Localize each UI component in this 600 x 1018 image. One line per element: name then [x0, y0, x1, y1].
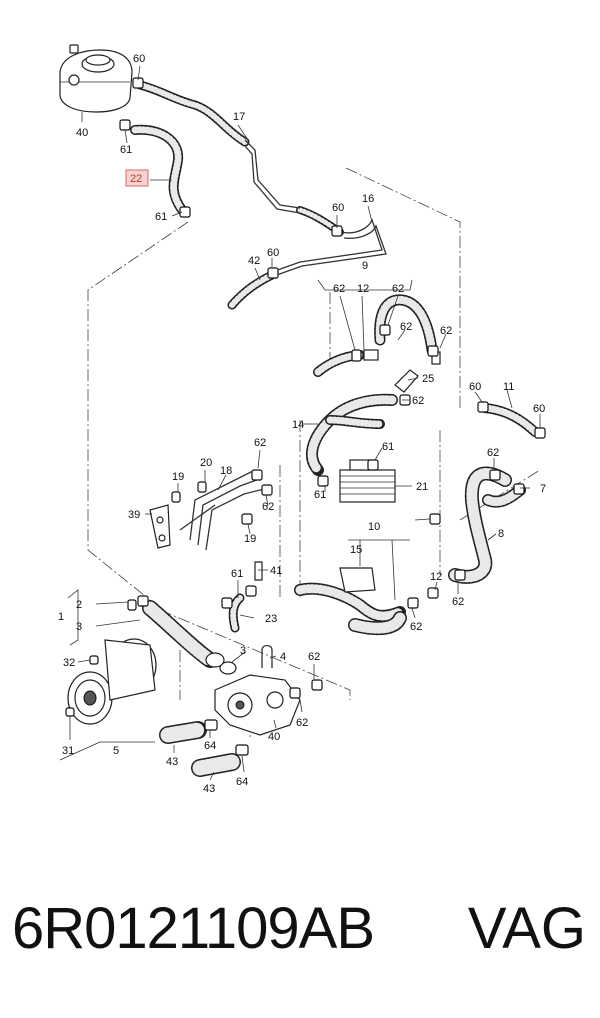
clamps: [65, 77, 546, 756]
label: 62: [400, 321, 412, 333]
label: 42: [248, 255, 260, 267]
label: 19: [244, 533, 256, 545]
label: 64: [204, 740, 216, 752]
label: 41: [270, 565, 282, 577]
label: 18: [220, 465, 232, 477]
label: 62: [333, 283, 345, 295]
label: 7: [540, 483, 546, 495]
label: 14: [292, 419, 304, 431]
coolant-parts-diagram: 22 60 40 61 17 61 16 60 42 60 9 62 12 62…: [58, 44, 546, 795]
label: 21: [416, 481, 428, 493]
label: 60: [267, 247, 279, 259]
label: 43: [166, 756, 178, 768]
label: 10: [368, 521, 380, 533]
label: 61: [120, 144, 132, 156]
label: 40: [76, 127, 88, 139]
label-22: 22: [130, 173, 142, 185]
label: 17: [233, 111, 245, 123]
coolant-pump: [214, 674, 301, 736]
expansion-tank: [59, 44, 133, 113]
label: 60: [533, 403, 545, 415]
label: 60: [332, 202, 344, 214]
label: 62: [440, 325, 452, 337]
label: 61: [314, 489, 326, 501]
highlight-box: [125, 169, 149, 187]
label: 39: [128, 509, 140, 521]
label: 62: [452, 596, 464, 608]
highlighted-part-label[interactable]: 22: [125, 169, 149, 187]
label: 62: [412, 395, 424, 407]
label: 43: [203, 783, 215, 795]
label: 40: [268, 731, 280, 743]
label: 9: [362, 260, 368, 272]
label: 5: [113, 745, 119, 757]
label: 32: [63, 657, 75, 669]
part-number-text: 6R0121109AB: [12, 896, 375, 961]
label: 62: [410, 621, 422, 633]
rigid-pipes: [142, 139, 387, 668]
hoses: [130, 80, 540, 777]
label: 3: [240, 645, 246, 657]
label: 62: [487, 447, 499, 459]
label: 1: [58, 611, 64, 623]
label: 64: [236, 776, 248, 788]
label: 23: [265, 613, 277, 625]
oil-cooler: [339, 459, 396, 503]
label: 62: [392, 283, 404, 295]
brand-text: VAG: [467, 896, 586, 961]
label: 8: [498, 528, 504, 540]
part-labels: 60 40 61 17 61 16 60 42 60 9 62 12 62 62…: [58, 53, 546, 795]
reference-lines: [87, 167, 541, 740]
label: 60: [469, 381, 481, 393]
label: 61: [155, 211, 167, 223]
label: 62: [308, 651, 320, 663]
pulley-assembly: [67, 638, 157, 725]
label: 4: [280, 651, 286, 663]
label: 61: [382, 441, 394, 453]
label: 60: [133, 53, 145, 65]
label: 25: [422, 373, 434, 385]
label: 31: [62, 745, 74, 757]
label: 16: [362, 193, 374, 205]
label: 3: [76, 621, 82, 633]
label: 62: [296, 717, 308, 729]
label: 11: [503, 381, 514, 393]
part-number-footer: 6R0121109AB VAG: [0, 895, 600, 985]
label: 19: [172, 471, 184, 483]
label: 62: [262, 501, 274, 513]
label: 20: [200, 457, 212, 469]
leader-lines: [59, 65, 541, 781]
label: 2: [76, 599, 82, 611]
components: [67, 349, 441, 736]
label: 12: [357, 283, 369, 295]
label: 12: [430, 571, 442, 583]
label: 61: [231, 568, 243, 580]
label: 62: [254, 437, 266, 449]
label: 15: [350, 544, 362, 556]
